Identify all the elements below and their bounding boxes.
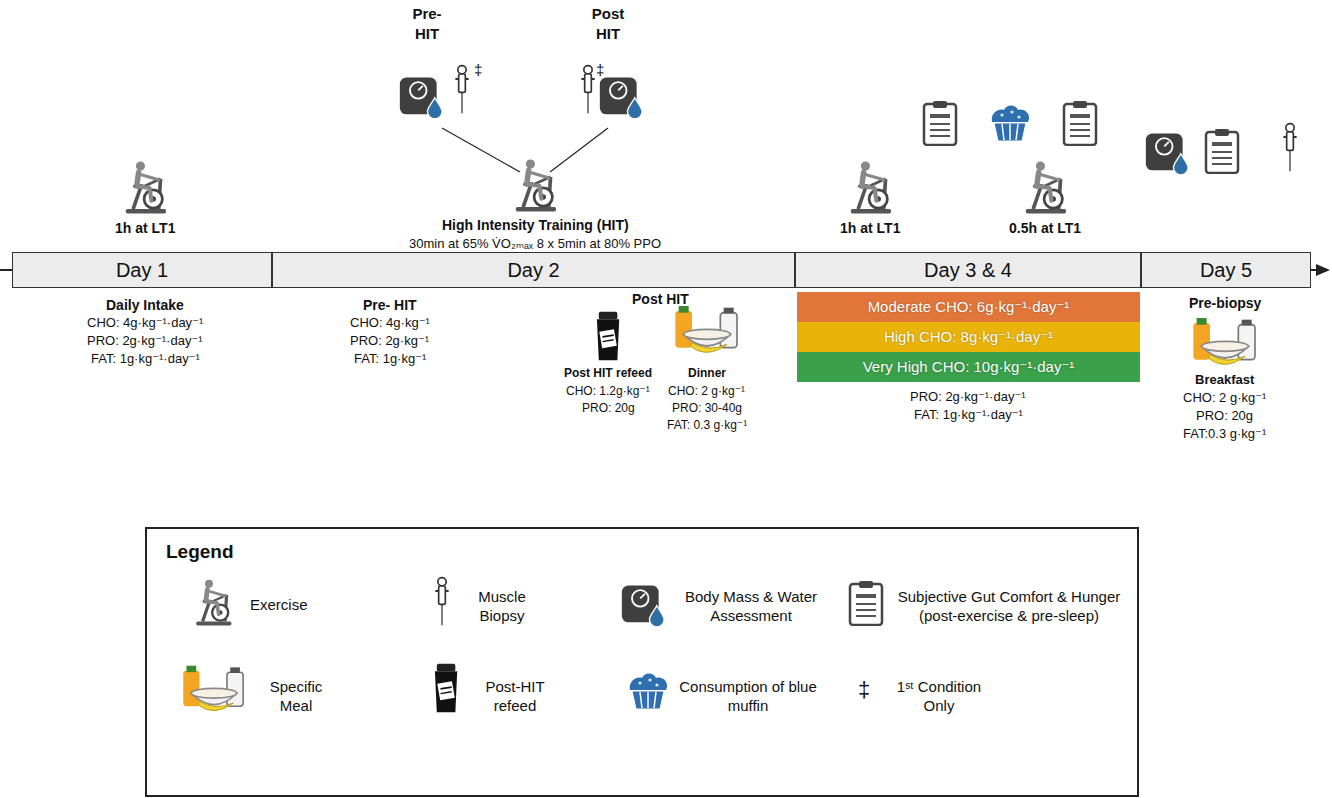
text-label: CHO: 2 g·kg⁻¹	[1183, 390, 1266, 407]
heading-label: Post HIT	[588, 4, 628, 43]
heading-label: 1h at LT1	[115, 219, 175, 237]
heading-label: Breakfast	[1195, 372, 1254, 389]
legend-text: Exercise	[250, 596, 370, 615]
heading-label: Daily Intake	[106, 296, 184, 314]
node-text: Day 1	[116, 259, 168, 282]
day-box: Day 2	[272, 252, 795, 288]
text-label: PRO: 2g·kg⁻¹·day⁻¹	[87, 333, 203, 350]
text-label: PRO: 2g·kg⁻¹	[350, 333, 429, 350]
condition-band: High CHO: 8g·kg⁻¹·day⁻¹	[797, 322, 1140, 352]
heading-label: Post HIT refeed	[564, 366, 652, 382]
legend-text: 1ˢᵗ Condition Only	[884, 678, 994, 716]
heading-label: Post HIT	[632, 290, 689, 308]
condition-band: Moderate CHO: 6g·kg⁻¹·day⁻¹	[797, 292, 1140, 322]
text-label: PRO: 20g	[582, 401, 635, 417]
text-label: PRO: 20g	[1196, 408, 1253, 425]
heading-label: Dinner	[688, 366, 726, 382]
text-label: PRO: 30-40g	[672, 401, 742, 417]
node-text: Day 2	[507, 259, 559, 282]
text-label: FAT: 1g·kg⁻¹·day⁻¹	[914, 407, 1023, 424]
text-label: CHO: 1.2g·kg⁻¹	[566, 384, 650, 400]
legend-text: Body Mass & Water Assessment	[676, 588, 826, 626]
text-label: ‡	[596, 60, 604, 80]
node-text: Moderate CHO: 6g·kg⁻¹·day⁻¹	[868, 298, 1070, 316]
heading-label: High Intensity Training (HIT)	[442, 216, 629, 234]
heading-label: 0.5h at LT1	[1009, 219, 1081, 237]
text-label: CHO: 2 g·kg⁻¹	[668, 384, 745, 400]
node-text: Day 3 & 4	[924, 259, 1012, 282]
text-label: FAT:0.3 g·kg⁻¹	[1183, 426, 1266, 443]
legend-title: Legend	[166, 540, 234, 564]
condition-band: Very High CHO: 10g·kg⁻¹·day⁻¹	[797, 352, 1140, 382]
legend-text: Specific Meal	[256, 678, 336, 716]
text-label: ‡	[474, 60, 482, 80]
text-label: FAT: 1g·kg⁻¹	[354, 351, 426, 368]
heading-label: Pre- HIT	[407, 4, 447, 43]
node-text: High CHO: 8g·kg⁻¹·day⁻¹	[884, 328, 1053, 346]
legend-text: Post-HIT refeed	[470, 678, 560, 716]
text-label: 30min at 65% V̇O₂ₘₐₓ 8 x 5min at 80% PPO	[409, 236, 661, 253]
heading-label: 1h at LT1	[840, 219, 900, 237]
legend-text: Subjective Gut Comfort & Hunger (post-ex…	[894, 588, 1124, 626]
legend-text: Muscle Biopsy	[462, 588, 542, 626]
node-text: Day 5	[1200, 259, 1252, 282]
text-label: PRO: 2g·kg⁻¹·day⁻¹	[910, 389, 1026, 406]
text-label: FAT: 1g·kg⁻¹·day⁻¹	[91, 351, 200, 368]
text-label: CHO: 4g·kg⁻¹	[350, 315, 430, 332]
day-box: Day 1	[12, 252, 272, 288]
node-text: Very High CHO: 10g·kg⁻¹·day⁻¹	[863, 358, 1075, 376]
day-box: Day 3 & 4	[795, 252, 1141, 288]
day-box: Day 5	[1141, 252, 1311, 288]
heading-label: Pre-biopsy	[1189, 294, 1261, 312]
heading-label: Pre- HIT	[363, 296, 417, 314]
text-label: CHO: 4g·kg⁻¹·day⁻¹	[87, 315, 203, 332]
text-label: FAT: 0.3 g·kg⁻¹	[667, 418, 747, 434]
legend-symbol: ‡	[858, 676, 870, 704]
legend-text: Consumption of blue muffin	[678, 678, 818, 716]
